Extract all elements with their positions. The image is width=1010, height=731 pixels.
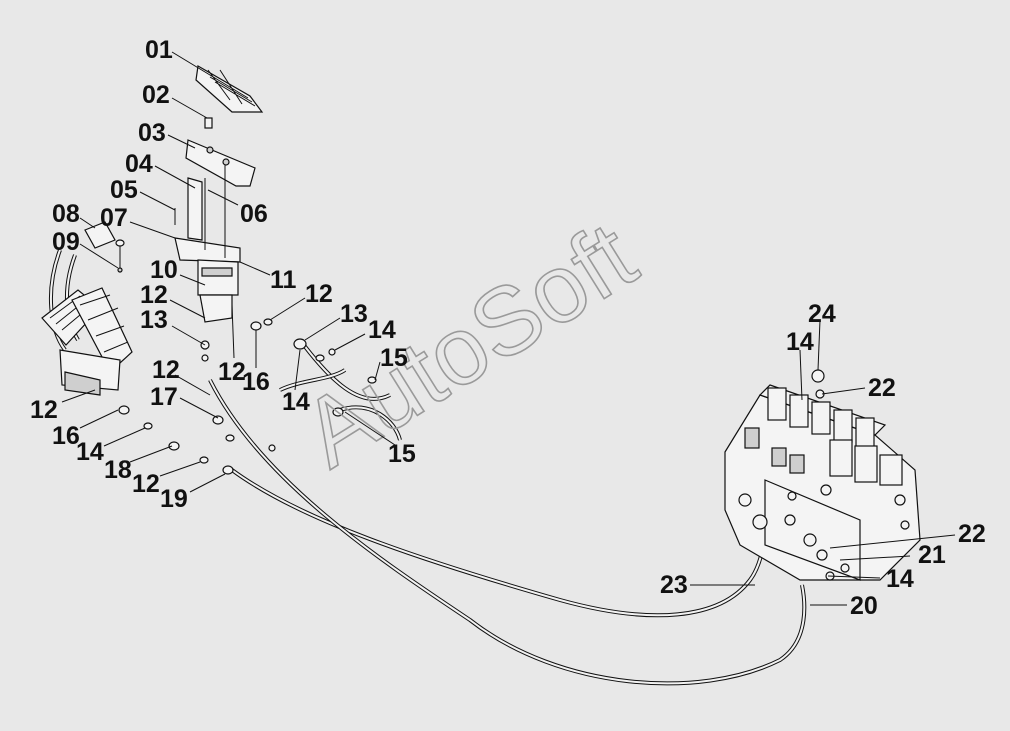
label-08: 08 <box>52 200 80 228</box>
label-12-a: 12 <box>140 281 168 309</box>
label-06: 06 <box>240 200 268 228</box>
label-14-a: 14 <box>368 316 396 344</box>
label-16-a: 16 <box>242 368 270 396</box>
callout-labels: 01 02 03 04 05 06 07 08 09 10 11 12 13 1… <box>30 36 986 620</box>
label-14-e: 14 <box>886 565 914 593</box>
label-16-b: 16 <box>52 422 80 450</box>
label-23: 23 <box>660 571 688 599</box>
label-18: 18 <box>104 456 132 484</box>
label-12-d: 12 <box>152 356 180 384</box>
label-10: 10 <box>150 256 178 284</box>
label-03: 03 <box>138 119 166 147</box>
travel-pedals <box>41 221 133 396</box>
label-12-c: 12 <box>218 358 246 386</box>
label-07: 07 <box>100 204 128 232</box>
label-13-a: 13 <box>140 306 168 334</box>
pedal-bracket <box>185 117 256 187</box>
label-22-b: 22 <box>958 520 986 548</box>
label-09: 09 <box>52 228 80 256</box>
label-24: 24 <box>808 300 836 328</box>
label-22-a: 22 <box>868 374 896 402</box>
label-20: 20 <box>850 592 878 620</box>
label-21: 21 <box>918 541 946 569</box>
label-11: 11 <box>270 266 297 294</box>
label-14-c: 14 <box>76 438 104 466</box>
label-14-b: 14 <box>282 388 310 416</box>
control-valve <box>724 384 921 581</box>
label-05: 05 <box>110 176 138 204</box>
label-02: 02 <box>142 81 170 109</box>
label-15-b: 15 <box>388 440 416 468</box>
watermark-text: AutoSoft <box>284 202 653 488</box>
label-19: 19 <box>160 485 188 513</box>
label-14-d: 14 <box>786 328 814 356</box>
label-12-b: 12 <box>305 280 333 308</box>
pedal-valve-body <box>174 177 241 323</box>
label-12-f: 12 <box>132 470 160 498</box>
pedal-pad <box>195 65 264 113</box>
leader-lines <box>61 51 956 606</box>
label-01: 01 <box>145 36 173 64</box>
label-15-a: 15 <box>380 344 408 372</box>
label-04: 04 <box>125 150 153 178</box>
label-13-b: 13 <box>340 300 368 328</box>
label-17: 17 <box>150 383 178 411</box>
label-12-e: 12 <box>30 396 58 424</box>
